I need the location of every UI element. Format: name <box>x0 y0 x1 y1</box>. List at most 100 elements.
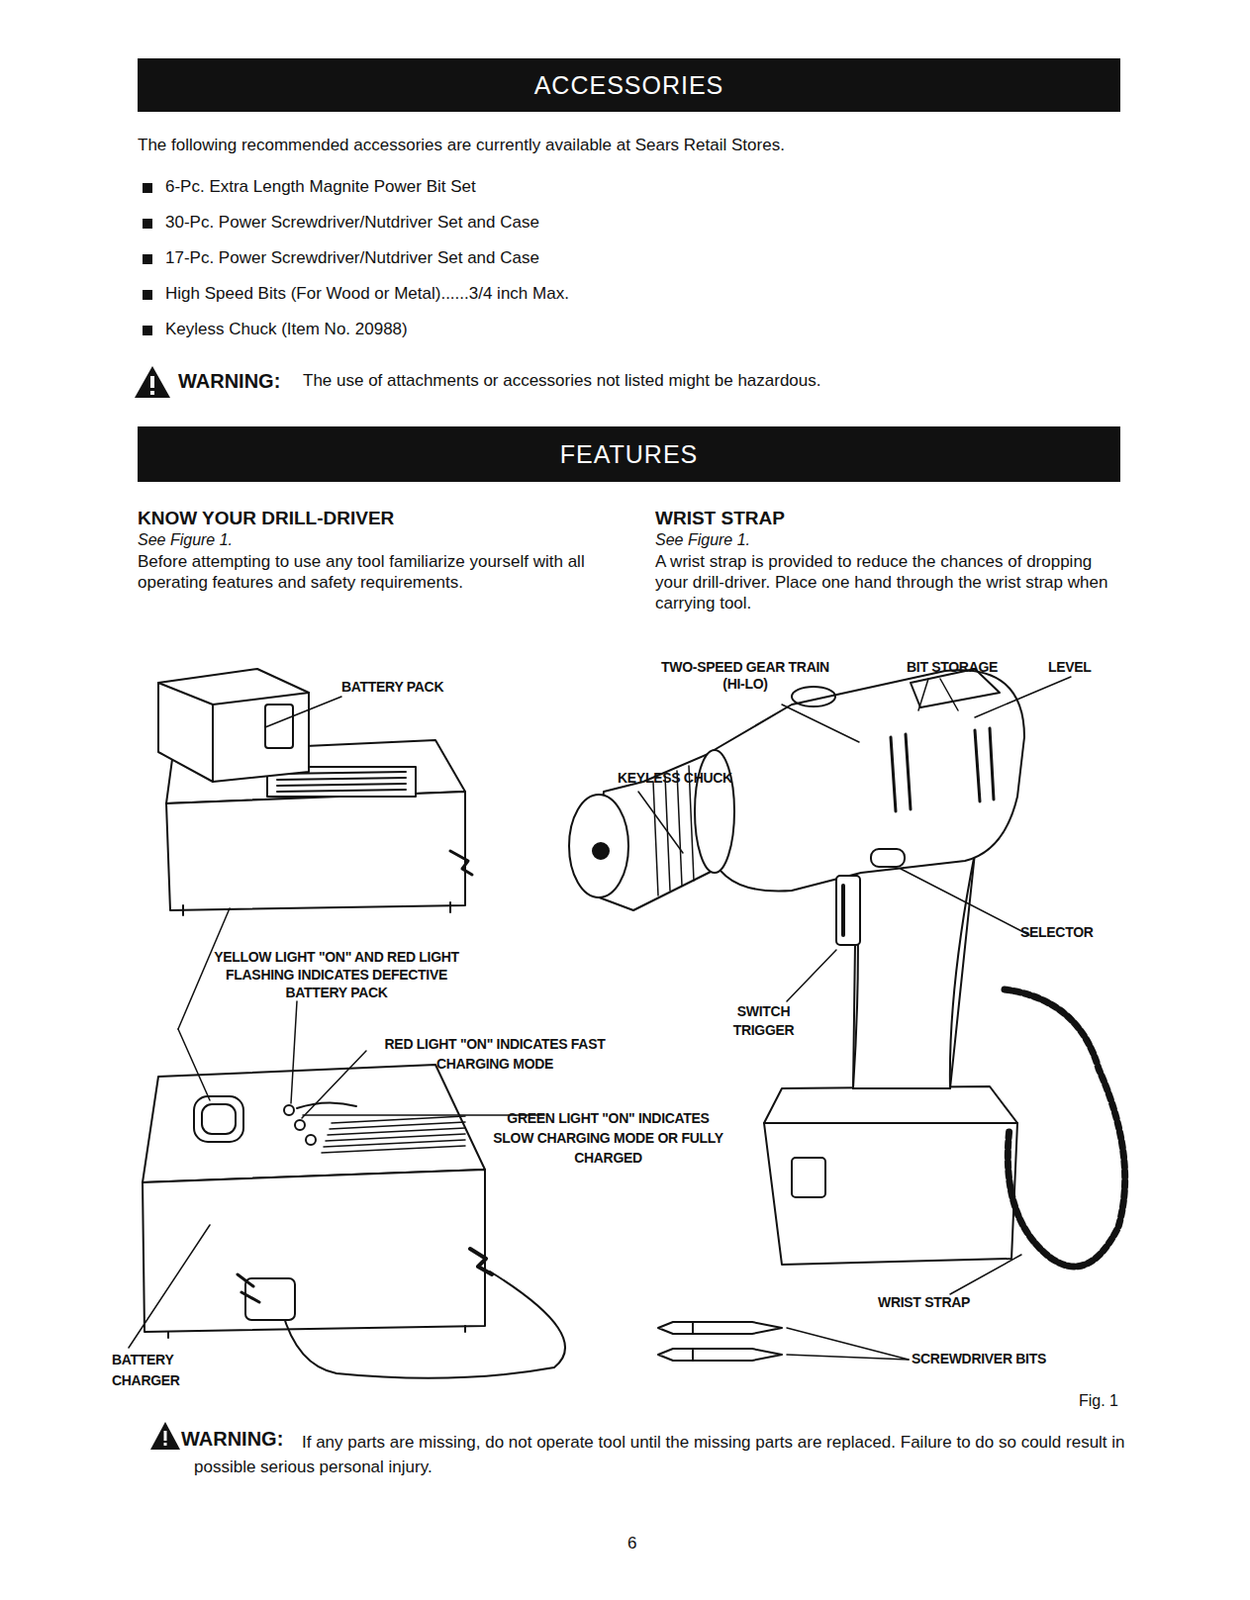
drill-driver <box>653 781 659 896</box>
screwdriver-bit <box>658 1322 782 1335</box>
bullet-square <box>142 218 153 229</box>
drill-driver <box>592 843 609 860</box>
warning-symbol <box>150 376 155 388</box>
leader-line <box>128 676 1071 1360</box>
indicator-note: RED LIGHT "ON" INDICATES FAST CHARGING M… <box>376 1034 614 1074</box>
leader-line <box>950 1254 1022 1295</box>
section-heading: ACCESSORIES <box>534 71 725 100</box>
drill-driver <box>890 728 994 812</box>
battery-charger <box>282 1271 566 1379</box>
charger-with-pack <box>158 682 309 705</box>
intro-text: The following recommended accessories ar… <box>137 135 785 156</box>
drill-driver <box>791 1157 826 1198</box>
list-item: 17-Pc. Power Screwdriver/Nutdriver Set a… <box>165 248 540 269</box>
body-text: A wrist strap is provided to reduce the … <box>655 551 1129 614</box>
leader-line <box>900 868 1030 936</box>
part-label: BATTERY PACK <box>341 678 444 696</box>
part-label: SCREWDRIVER BITS <box>911 1350 1047 1368</box>
list-item: 30-Pc. Power Screwdriver/Nutdriver Set a… <box>165 212 540 233</box>
battery-charger <box>321 1146 466 1154</box>
list-item: High Speed Bits (For Wood or Metal).....… <box>165 284 570 304</box>
charger-with-pack <box>166 791 466 911</box>
screwdriver-bit <box>691 1322 694 1335</box>
warning-heading: WARNING: <box>178 369 281 393</box>
charger-with-pack <box>158 669 473 916</box>
charger-with-pack <box>158 669 309 782</box>
battery-charger <box>241 1292 260 1303</box>
bullet-square <box>142 325 153 336</box>
battery-charger <box>305 1135 316 1146</box>
leader-line <box>128 1225 210 1348</box>
battery-charger <box>296 1102 357 1109</box>
section-heading: FEATURES <box>560 440 699 470</box>
charger-with-pack <box>182 905 185 916</box>
body-text: Before attempting to use any tool famili… <box>137 551 608 593</box>
battery-charger <box>327 1128 466 1136</box>
battery-charger <box>329 1122 466 1130</box>
drill-driver <box>710 670 1025 891</box>
list-item: 6-Pc. Extra Length Magnite Power Bit Set <box>165 177 477 197</box>
battery-charger <box>331 1116 466 1124</box>
indicator-note: YELLOW LIGHT "ON" AND RED LIGHT FLASHING… <box>207 948 466 1002</box>
section-band: ACCESSORIES <box>137 58 1121 112</box>
drill-driver <box>791 686 836 707</box>
screwdriver-bit <box>691 1348 694 1361</box>
list-item: Keyless Chuck (Item No. 20988) <box>165 319 408 340</box>
drill-driver <box>569 794 629 898</box>
part-label: SWITCH TRIGGER <box>716 1002 811 1041</box>
bullet-square <box>142 183 153 193</box>
charger-with-pack <box>450 851 473 875</box>
part-label: BATTERY CHARGER <box>111 1349 206 1392</box>
screwdriver-bit <box>658 1348 782 1361</box>
leader-line <box>638 791 683 854</box>
warning-symbol <box>164 1442 168 1446</box>
leader-line <box>301 1051 367 1119</box>
charger-with-pack <box>277 777 406 780</box>
part-label: LEVEL <box>1048 659 1092 676</box>
drill-driver <box>1004 989 1126 1267</box>
section-subheading: KNOW YOUR DRILL-DRIVER <box>137 507 394 531</box>
part-label: KEYLESS CHUCK <box>617 769 733 787</box>
leader-line <box>265 696 342 728</box>
charger-with-pack <box>449 902 452 913</box>
warning-symbol <box>134 366 171 398</box>
part-label: BIT STORAGE <box>906 659 998 676</box>
figure-reference: See Figure 1. <box>137 530 233 550</box>
drill-driver <box>853 853 975 1089</box>
screwdriver-bit <box>658 1322 782 1361</box>
drill-driver <box>836 875 861 946</box>
warning-symbol <box>150 1422 181 1450</box>
part-label: TWO-SPEED GEAR TRAIN (HI-LO) <box>661 659 830 693</box>
battery-charger <box>323 1140 466 1148</box>
battery-charger <box>464 1326 467 1333</box>
charger-with-pack <box>277 783 406 786</box>
leader-line <box>918 678 929 711</box>
drill-driver <box>569 669 1126 1267</box>
battery-charger <box>237 1274 254 1287</box>
drill-driver <box>841 885 846 936</box>
figure-number: Fig. 1 <box>1078 1391 1119 1411</box>
battery-charger <box>201 1104 236 1135</box>
leader-line <box>786 1328 909 1360</box>
warning-heading: WARNING: <box>181 1427 284 1451</box>
warning-symbol <box>150 390 155 395</box>
warning-text: If any parts are missing, do not operate… <box>193 1430 1130 1480</box>
bullet-square <box>142 254 153 265</box>
bullet-square <box>142 289 153 300</box>
battery-charger <box>167 1332 170 1339</box>
drill-driver <box>870 849 905 867</box>
leader-line <box>786 1354 909 1360</box>
warning-text: The use of attachments or accessories no… <box>302 371 822 391</box>
leader-line <box>178 908 230 1030</box>
section-subheading: WRIST STRAP <box>655 507 785 531</box>
part-label: SELECTOR <box>1020 924 1094 942</box>
battery-charger <box>325 1134 466 1142</box>
drill-driver <box>676 770 682 886</box>
charger-with-pack <box>211 704 214 782</box>
battery-charger <box>284 1105 294 1116</box>
leader-line <box>290 1001 297 1104</box>
warning-symbol <box>164 1431 168 1442</box>
leader-line <box>781 704 860 743</box>
